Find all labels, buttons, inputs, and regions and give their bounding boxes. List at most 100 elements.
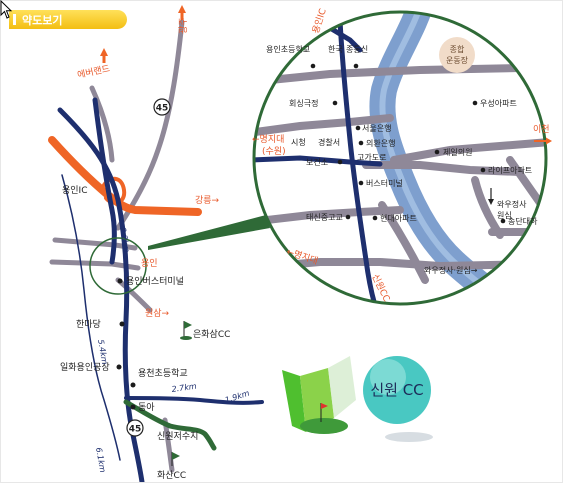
- expressway: [48, 136, 202, 216]
- inset-wauu-jeongsa: 와우정사: [497, 199, 527, 209]
- inset-marker-health: [337, 159, 343, 165]
- inset-marker-hyundai: [372, 215, 378, 221]
- inset-navy-road-yongin-ic: [327, 25, 363, 53]
- inset-jeil-clinic: 제일의원: [443, 147, 472, 157]
- inset-bank-suffix: 종통신: [346, 45, 368, 54]
- arrows: [100, 5, 186, 63]
- road-gwangju: [115, 19, 185, 231]
- inset-bus-terminal: 버스터미널: [366, 178, 403, 188]
- inset-road-2: [254, 114, 394, 136]
- reservoir-road: [123, 399, 217, 451]
- inset-seoul-bank: 서울은행: [362, 123, 391, 133]
- inset-marker-bank: [353, 63, 359, 69]
- inset-marker-useong: [472, 100, 478, 106]
- inset-stadium: [439, 37, 475, 73]
- highway-45-label-bottom: 45: [129, 425, 142, 435]
- inset-marker-songdam: [500, 218, 506, 224]
- inset-taesin-school: 태신중고교: [306, 213, 343, 222]
- inset-health-center: 보건소: [306, 157, 328, 167]
- inset-marker-seoul-bank: [355, 125, 361, 131]
- inset-dest-myeongjidae: ←명지대: [252, 134, 284, 145]
- place-hanmadang: 한마당: [76, 319, 101, 330]
- page-title: 약도보기: [22, 14, 63, 27]
- inset-road-3: [254, 206, 404, 226]
- logo-text: 신원 CC: [370, 381, 423, 399]
- highway-45: [57, 97, 264, 483]
- golf-flag-hwasan-icon: [171, 452, 180, 466]
- arrow-gwangju-icon: [178, 5, 186, 20]
- highway-shield-top: 45: [153, 98, 171, 116]
- title-tab: 약도보기: [9, 10, 127, 29]
- inset-road-6: [390, 138, 546, 164]
- inset-border: [252, 10, 548, 306]
- marker-bus-terminal: [117, 278, 123, 284]
- inset-marker-jeil: [434, 149, 440, 155]
- inset-wonsim: 원심: [497, 210, 512, 220]
- distance-d1: 2.2km: [118, 227, 131, 254]
- place-hwasan-cc: 화산CC: [157, 470, 186, 481]
- inset-navy-road-ns: [337, 17, 383, 304]
- inset-hanil-bank: 의환은행: [366, 138, 395, 148]
- inset-dest-icheon: 이천: [533, 124, 550, 135]
- inset-yongin-elementary: 용인초등학교: [266, 44, 310, 54]
- inset-hyundai-apt: 현대아파트: [380, 213, 417, 223]
- highway-45-label-top: 45: [156, 104, 169, 114]
- inset-marker-hall: [332, 100, 338, 106]
- dest-everland: 에버랜드: [76, 63, 111, 81]
- inset-marker-bus-terminal: [358, 180, 364, 186]
- inset-dest-myeongjidae-sub: (수원): [262, 146, 286, 157]
- expressway-main: [48, 136, 202, 216]
- inset-stadium-line2: 운동장: [446, 55, 469, 65]
- inset-korea-bank: 한국: [328, 45, 343, 54]
- marker-yongcheon: [130, 382, 136, 388]
- place-yongin-ic: 용인IC: [62, 185, 88, 196]
- golf-graphic: [282, 356, 356, 434]
- inset-city-hall: 시청: [291, 138, 306, 147]
- place-yongin: 용인: [141, 258, 158, 269]
- title-bar-accent: [13, 14, 16, 25]
- zoom-source-circle: [89, 237, 147, 295]
- dest-wonsam: 원삼→: [145, 308, 170, 319]
- place-ilhwa-factory: 일화용인공장: [60, 362, 110, 373]
- marker-ilhwa: [116, 364, 122, 370]
- logo-ball: 신원 CC: [363, 356, 433, 442]
- place-bus-terminal: 용인버스터미널: [126, 276, 184, 287]
- mouse-cursor-icon: [0, 0, 13, 19]
- inset-useong-apt: 우성아파트: [480, 98, 517, 108]
- highway-45-west: [92, 97, 117, 265]
- place-sinwon-reservoir: 신원저수지: [157, 431, 198, 442]
- arrow-everland-icon: [100, 48, 108, 63]
- inset-marker-elementary: [310, 63, 316, 69]
- dest-gwangju: 광주: [177, 17, 189, 34]
- distance-d3: 2.7km: [171, 382, 197, 394]
- highway-shield-bottom: 45: [126, 419, 144, 437]
- inset-stadium-line1: 종합: [450, 45, 465, 54]
- inset-marker-taesin: [345, 214, 351, 220]
- distance-d5: 6.1km: [94, 447, 107, 474]
- place-yongcheon-school: 용천초등학교: [138, 368, 188, 379]
- place-dongbaek: 동아: [138, 402, 155, 413]
- place-eunhwasam-cc: 은화삼CC: [193, 329, 230, 340]
- inset-godo: 고가도로: [357, 153, 386, 162]
- marker-hanmadang: [119, 321, 125, 327]
- inset-navy-road-ew: [254, 155, 383, 167]
- road-sinwon-east: [124, 396, 264, 405]
- road-thin-west: [61, 174, 121, 461]
- golf-flag-eunhwasam-icon: [180, 321, 192, 340]
- distance-d2: 5.4km: [96, 339, 109, 366]
- inset-songdam-college: 송단대하: [508, 216, 538, 226]
- dest-gangneung: 강릉→: [195, 195, 220, 206]
- inset-road-1: [254, 64, 524, 86]
- marker-dongbaek: [130, 404, 136, 410]
- inset-police: 경찰서: [318, 137, 340, 147]
- inset-road-7: [378, 201, 429, 284]
- inset-hall: 회싱극정: [289, 98, 318, 108]
- inset-marker-life-apt: [480, 167, 486, 173]
- road-everland: [89, 85, 115, 163]
- inset-road-5: [362, 161, 524, 176]
- inset-dest-wauu-wonsam: 와우정사·원심→: [424, 265, 478, 275]
- inset-life-apt: 라이프아파트: [488, 165, 532, 175]
- inset-marker-hanil: [358, 140, 364, 146]
- zoom-connector: [148, 215, 270, 250]
